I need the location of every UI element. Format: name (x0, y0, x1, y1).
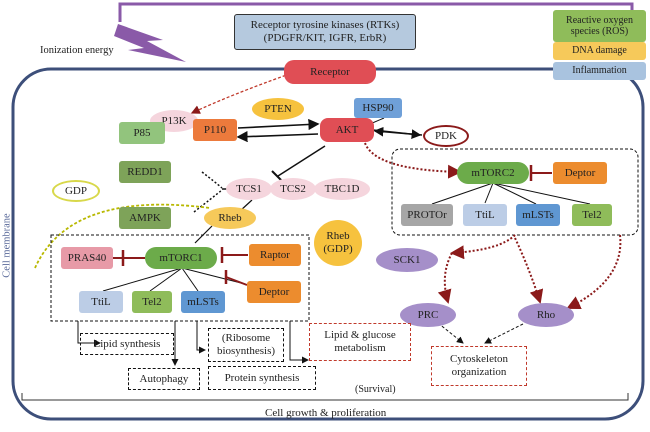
cytoskeleton-box: Cytoskeleton organization (431, 346, 527, 386)
autophagy-box: Autophagy (128, 368, 200, 390)
rheb-gdp-label: Rheb (GDP) (323, 230, 353, 255)
ttil1-node: TtiL (79, 291, 123, 313)
mtorc2-node: mTORC2 (457, 162, 529, 184)
rtk-subtitle: (PDGFR/KIT, IGFR, ErbR) (263, 32, 387, 44)
ribosome-box: (Ribosome biosynthesis) (208, 328, 284, 362)
rho-node: Rho (518, 303, 574, 327)
growth-label: Cell growth & proliferation (265, 407, 387, 419)
lipid-glucose-box: Lipid & glucose metabolism (309, 323, 411, 361)
lipid-synthesis-box: Lipid synthesis (80, 333, 174, 355)
receptor-node: Receptor (284, 60, 376, 84)
p85-node: P85 (119, 122, 165, 144)
akt-node: AKT (320, 118, 374, 142)
protein-synthesis-box: Protein synthesis (208, 366, 316, 390)
lipid-glucose-label: Lipid & glucose metabolism (324, 329, 396, 354)
mtorc2-complex-box (391, 148, 639, 236)
pten-node: PTEN (252, 98, 304, 120)
tel2b-node: Tel2 (572, 204, 612, 226)
sck1-node: SCK1 (376, 248, 438, 272)
redd1-node: REDD1 (119, 161, 171, 183)
legend-ros: Reactive oxygen species (ROS) (553, 10, 646, 42)
legend-ros-label: Reactive oxygen species (ROS) (566, 14, 633, 38)
rheb-gdp-node: Rheb (GDP) (314, 220, 362, 266)
pras40-node: PRAS40 (61, 247, 113, 269)
mtorc1-node: mTORC1 (145, 247, 217, 269)
survival-label: (Survival) (355, 384, 396, 395)
legend-dna: DNA damage (553, 42, 646, 60)
rheb-node: Rheb (204, 207, 256, 229)
gdp-curve (34, 203, 211, 269)
pdk-node: PDK (423, 125, 469, 147)
rtk-title-box: Receptor tyrosine kinases (RTKs) (PDGFR/… (234, 14, 416, 50)
legend-inflammation-label: Inflammation (572, 65, 627, 77)
cell-membrane-label: Cell membrane (1, 213, 13, 278)
tcs1-node: TCS1 (226, 178, 272, 200)
deptor1-node: Deptor (247, 281, 301, 303)
mlsts2-node: mLSTs (516, 204, 560, 226)
lightning-bolt-icon (114, 24, 186, 62)
gdp-node: GDP (52, 180, 100, 202)
deptor2-node: Deptor (553, 162, 607, 184)
mtorc1-complex-box (50, 234, 310, 322)
ionization-label: Ionization energy (40, 45, 114, 56)
ttil2-node: TtiL (463, 204, 507, 226)
protor-node: PROTOr (401, 204, 453, 226)
legend-dna-label: DNA damage (572, 45, 627, 57)
rtk-title: Receptor tyrosine kinases (RTKs) (250, 19, 400, 32)
hsp90-node: HSP90 (354, 98, 402, 118)
tcs2-node: TCS2 (270, 178, 316, 200)
cytoskeleton-label: Cytoskeleton organization (449, 353, 509, 378)
tel2a-node: Tel2 (132, 291, 172, 313)
ribosome-label: (Ribosome biosynthesis) (216, 332, 276, 357)
growth-bracket (21, 393, 629, 401)
tbc1d-node: TBC1D (314, 178, 370, 200)
legend-inflammation: Inflammation (553, 62, 646, 80)
mlsts1-node: mLSTs (181, 291, 225, 313)
ampk-node: AMPK (119, 207, 171, 229)
p110-node: P110 (193, 119, 237, 141)
raptor-node: Raptor (249, 244, 301, 266)
